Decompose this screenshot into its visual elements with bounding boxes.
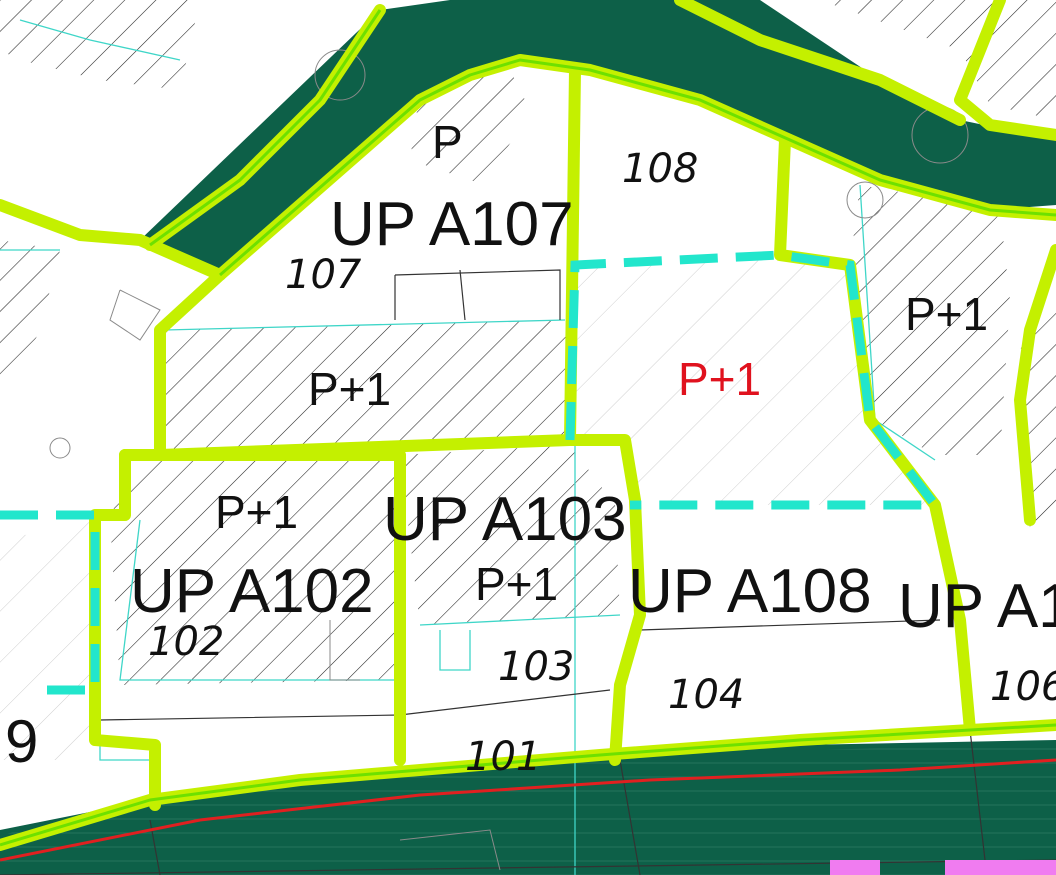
label-p-top: P bbox=[432, 116, 463, 168]
label-num-101: 101 bbox=[465, 734, 541, 780]
label-num-106-partial: 106 bbox=[990, 664, 1056, 710]
light-hatch-left bbox=[0, 520, 100, 760]
label-up-a1-partial: UP A1 bbox=[898, 572, 1056, 641]
hatch-right-p1 bbox=[850, 185, 1010, 455]
label-p1-center: P+1 bbox=[308, 363, 391, 415]
label-up-a107: UP A107 bbox=[330, 190, 574, 259]
road-stripes bbox=[0, 745, 1056, 875]
label-p1-a103: P+1 bbox=[475, 558, 558, 610]
magenta-accent-1 bbox=[830, 860, 880, 875]
magenta-accent-2 bbox=[945, 860, 1056, 875]
label-num-104: 104 bbox=[668, 672, 744, 718]
zone-boundaries-inner bbox=[0, 9, 1056, 847]
grey-outline-lines bbox=[49, 49, 969, 871]
label-num-107: 107 bbox=[285, 252, 362, 298]
label-up-a102: UP A102 bbox=[130, 557, 374, 626]
hatch-top-right bbox=[820, 0, 1056, 120]
hatch-a103 bbox=[400, 445, 620, 625]
label-num-9-partial: 9 bbox=[5, 708, 38, 775]
label-num-102: 102 bbox=[148, 619, 224, 665]
label-num-108: 108 bbox=[622, 146, 698, 192]
label-p1-red: P+1 bbox=[678, 353, 761, 405]
label-up-a103: UP A103 bbox=[383, 485, 627, 554]
hatch-left-edge bbox=[0, 240, 60, 390]
label-up-a108: UP A108 bbox=[628, 557, 872, 626]
label-p1-right: P+1 bbox=[905, 288, 988, 340]
label-p1-a102: P+1 bbox=[215, 486, 298, 538]
light-hatch-parcel bbox=[570, 255, 935, 505]
hatch-a102 bbox=[110, 455, 395, 685]
hatch-top-left bbox=[0, 0, 200, 90]
road-centerline bbox=[0, 758, 1056, 862]
label-num-103: 103 bbox=[498, 644, 574, 690]
hatch-a107-p1 bbox=[165, 320, 570, 450]
dashed-parcel-boundary bbox=[0, 250, 945, 695]
hatch-a107-p bbox=[410, 70, 530, 185]
